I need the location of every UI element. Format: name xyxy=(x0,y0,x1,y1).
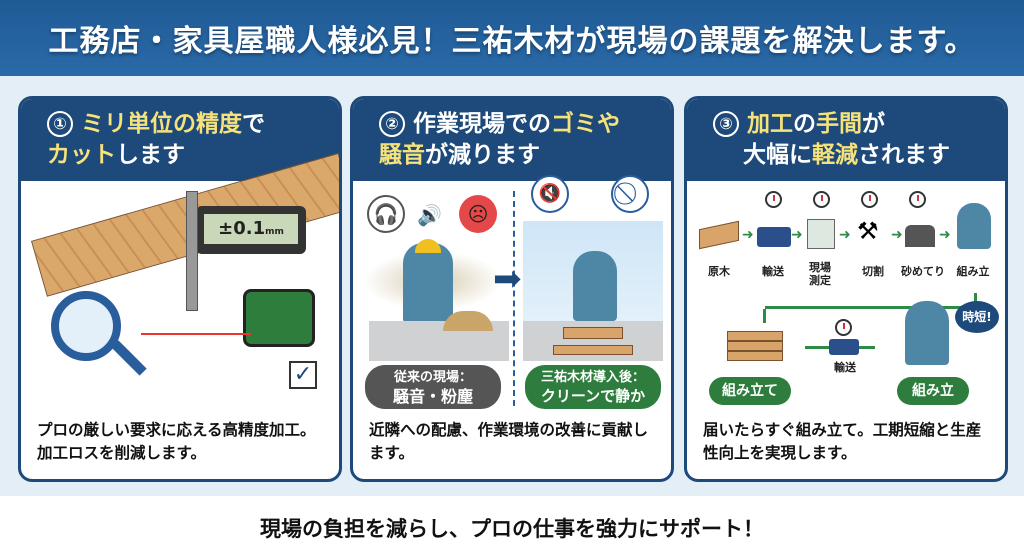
title-text: の xyxy=(793,111,816,137)
lumber-stack xyxy=(727,351,783,361)
no-dust-icon: ⃠ xyxy=(611,175,649,213)
flow-step-label: 砂めてり xyxy=(901,265,945,278)
after-label-line2: クリーンで静か xyxy=(540,387,646,405)
headphones-icon: 🎧 xyxy=(367,195,405,233)
caliper-unit: mm xyxy=(265,227,284,237)
mute-icon: 🔇 xyxy=(531,175,569,213)
angry-face-icon: ☹ xyxy=(459,195,497,233)
flow-connector xyxy=(765,293,977,309)
panel-precision-cut: ① ミリ単位の精度で カットします ±0.1mm ✓ プロの厳しい要求に応える高精… xyxy=(18,96,342,482)
page-title: 工務店・家具屋職人様必見！三祐木材が現場の課題を解決します。 xyxy=(0,0,1024,76)
flow-step-label: 輸送 xyxy=(762,265,784,278)
panel-less-noise: ② 作業現場でのゴミや 騒音が減ります 🎧 🔊 ☹ ➡ 🔇 ⃠ 従来の現場： 騒音・… xyxy=(350,96,674,482)
title-highlight: 軽減 xyxy=(812,142,858,168)
clock-icon xyxy=(835,319,852,336)
digital-caliper: ±0.1mm xyxy=(196,206,306,254)
workflow-illustration: ⚒ ➜ ➜ ➜ ➜ ➜ 原木 輸送 現場測定 切割 砂めてり 組み立 輸送 時短… xyxy=(687,181,1005,413)
speaker-loud-icon: 🔊 xyxy=(417,203,442,227)
title-highlight: ゴミや xyxy=(551,111,620,137)
panel-less-labor: ③ 加工の手間が 大幅に軽減されます ⚒ ➜ ➜ ➜ ➜ ➜ 原木 輸送 現場測定… xyxy=(684,96,1008,482)
clock-icon xyxy=(909,191,926,208)
before-label-line2: 騒音・粉塵 xyxy=(392,387,473,406)
blueprint-icon xyxy=(807,219,835,249)
caliper-reading: ±0.1 xyxy=(218,218,266,239)
flow-arrow-icon: ➜ xyxy=(939,227,951,243)
tired-worker xyxy=(957,203,991,249)
wood-piece xyxy=(553,345,633,355)
panel-caption: 近隣への配慮、作業環境の改善に貢献します。 xyxy=(369,421,649,462)
caliper-jaw xyxy=(186,191,198,311)
step-number: ① xyxy=(47,111,73,137)
title-text: 作業現場での xyxy=(413,111,551,137)
precision-illustration: ±0.1mm ✓ xyxy=(21,152,339,413)
after-scene xyxy=(523,221,663,361)
before-label-line1: 従来の現場： xyxy=(393,370,472,385)
truck-icon xyxy=(757,227,791,247)
flow-step-label: 現場測定 xyxy=(809,261,831,287)
title-text: 大幅に xyxy=(743,142,812,168)
panel-caption: 届いたらすぐ組み立て。工期短縮と生産性向上を実現します。 xyxy=(703,421,982,462)
step-number: ③ xyxy=(713,111,739,137)
clock-icon xyxy=(861,191,878,208)
assembly-pill: 組み立て xyxy=(709,377,791,405)
wood-piece xyxy=(563,327,623,339)
checkbox-icon: ✓ xyxy=(289,361,317,389)
laser-meter xyxy=(243,289,315,347)
panel-header: ③ 加工の手間が 大幅に軽減されます xyxy=(687,99,1005,181)
step-number: ② xyxy=(379,111,405,137)
flow-connector xyxy=(763,309,766,323)
title-text: が xyxy=(862,111,885,137)
calm-worker xyxy=(573,251,617,321)
flow-step-label: 輸送 xyxy=(834,361,856,374)
laser-beam xyxy=(141,333,251,335)
footer-slogan: 現場の負担を減らし、プロの仕事を強力にサポート！ xyxy=(0,496,1024,559)
title-highlight: カット xyxy=(47,142,116,168)
after-label: 三祐木材導入後： クリーンで静か xyxy=(525,365,661,409)
after-label-line1: 三祐木材導入後： xyxy=(540,370,645,385)
sander-icon xyxy=(905,225,935,247)
stressed-worker xyxy=(403,243,453,323)
before-after-illustration: 🎧 🔊 ☹ ➡ 🔇 ⃠ 従来の現場： 騒音・粉塵 三祐木材導入後： クリーンで静か xyxy=(353,175,671,413)
lumber-stack xyxy=(727,341,783,351)
flow-step-label: 組み立 xyxy=(956,265,990,278)
panel-caption: プロの厳しい要求に応える高精度加工。加工ロスを削減します。 xyxy=(37,421,316,462)
before-label: 従来の現場： 騒音・粉塵 xyxy=(365,365,501,409)
arrow-right-icon: ➡ xyxy=(493,259,522,299)
flow-step-label: 原木 xyxy=(708,265,730,278)
title-text: されます xyxy=(858,142,950,168)
title-highlight: 騒音 xyxy=(379,142,425,168)
log-icon xyxy=(699,220,739,250)
flow-arrow-icon: ➜ xyxy=(791,227,803,243)
time-saving-badge: 時短! xyxy=(955,301,999,333)
sawdust-pile xyxy=(443,311,493,331)
clock-icon xyxy=(813,191,830,208)
panel-header: ② 作業現場でのゴミや 騒音が減ります xyxy=(353,99,671,181)
title-text: で xyxy=(242,111,265,137)
panel-header: ① ミリ単位の精度で カットします xyxy=(21,99,339,181)
title-highlight: 加工 xyxy=(747,111,793,137)
title-highlight: 手間 xyxy=(816,111,862,137)
flow-arrow-icon: ➜ xyxy=(891,227,903,243)
clock-icon xyxy=(765,191,782,208)
title-text: します xyxy=(116,142,185,168)
happy-worker xyxy=(905,301,949,365)
before-scene: 🎧 🔊 ☹ xyxy=(353,181,513,413)
flow-arrow-icon: ➜ xyxy=(839,227,851,243)
title-text: が減ります xyxy=(425,142,540,168)
saw-icon: ⚒ xyxy=(857,217,879,245)
assembly-pill: 組み立 xyxy=(897,377,969,405)
lumber-stack xyxy=(727,331,783,341)
title-highlight: ミリ単位の精度 xyxy=(81,111,242,137)
flow-step-label: 切割 xyxy=(862,265,884,278)
divider xyxy=(513,191,515,406)
flow-arrow-icon: ➜ xyxy=(742,227,754,243)
magnifier-handle xyxy=(111,340,147,376)
truck-icon xyxy=(829,339,859,355)
magnifier-icon xyxy=(51,291,121,361)
hardhat-icon xyxy=(415,239,441,253)
